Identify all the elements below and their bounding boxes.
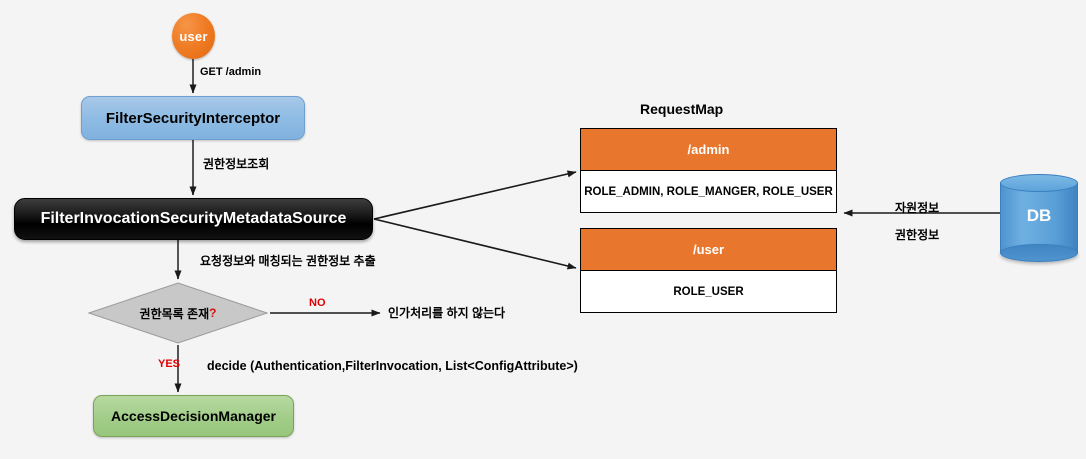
edge-metadata-source-to-admin-table (373, 170, 577, 220)
edge-label-authority-info: 권한정보 (895, 228, 940, 242)
edge-label-no: NO (309, 297, 326, 309)
decision-question-mark: ? (209, 306, 217, 320)
node-access-decision-manager[interactable]: AccessDecisionManager (93, 395, 294, 437)
database-label: DB (1026, 206, 1052, 225)
outcome-no-authorization: 인가처리를 하지 않는다 (388, 306, 506, 320)
database-cylinder-bottom (1000, 244, 1078, 262)
request-map-entry-user: /user ROLE_USER (580, 228, 837, 313)
node-filter-invocation-security-metadata-source[interactable]: FilterInvocationSecurityMetadataSource (14, 198, 373, 240)
request-map-admin-roles: ROLE_ADMIN, ROLE_MANGER, ROLE_USER (584, 186, 833, 198)
decision-label: 권한목록 존재? (88, 282, 268, 344)
request-map-entry-admin: /admin ROLE_ADMIN, ROLE_MANGER, ROLE_USE… (580, 128, 837, 213)
request-map-title: RequestMap (640, 101, 724, 117)
node-database[interactable]: DB (1000, 174, 1078, 262)
request-map-user-roles: ROLE_USER (673, 286, 744, 298)
edge-label-extract-matching-authority: 요청정보와 매칭되는 권한정보 추출 (200, 254, 376, 268)
decision-label-text: 권한목록 존재 (139, 306, 210, 321)
database-cylinder-top (1000, 174, 1078, 192)
actor-user-label: user (179, 28, 208, 44)
node-filter-security-interceptor[interactable]: FilterSecurityInterceptor (81, 96, 305, 140)
request-map-user-path: /user (581, 229, 836, 271)
edge-label-resource-info: 자원정보 (895, 201, 940, 215)
diamond-shape (88, 282, 268, 344)
database-cylinder-body (1000, 183, 1078, 253)
edge-label-decide-call: decide (Authentication,FilterInvocation,… (207, 359, 578, 373)
edge-label-get-admin: GET /admin (200, 66, 262, 78)
edge-label-authority-lookup: 권한정보조회 (203, 157, 270, 171)
request-map-admin-path: /admin (581, 129, 836, 171)
node-decision-authority-list-exists[interactable]: 권한목록 존재? (88, 282, 268, 344)
edge-label-yes: YES (158, 358, 181, 370)
actor-user[interactable]: user (172, 13, 215, 59)
edge-metadata-source-to-user-table (373, 218, 577, 270)
